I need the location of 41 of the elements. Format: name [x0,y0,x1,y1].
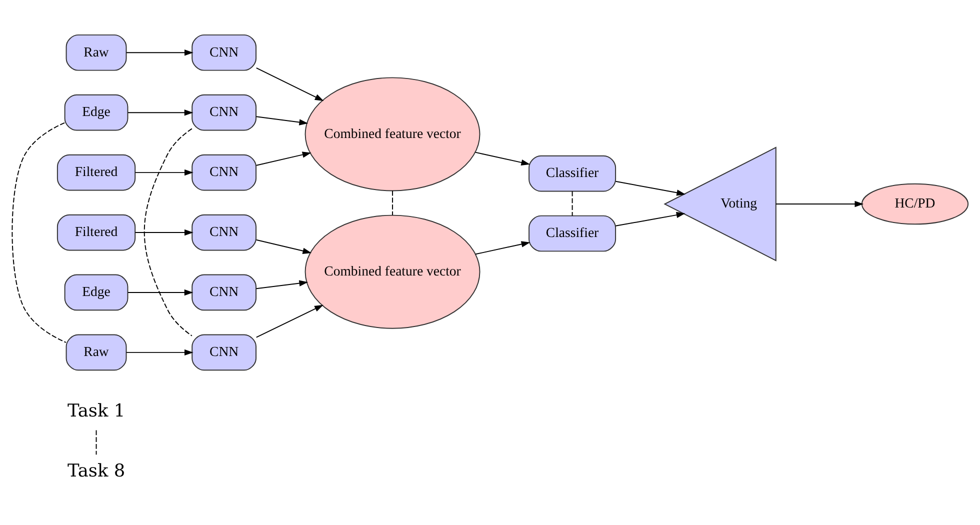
arrow [128,109,194,116]
arrow [615,212,686,226]
node-box: CNN [192,214,256,251]
connector [572,190,573,216]
arrow [256,304,324,338]
node-box: Edge [64,94,128,131]
node-box: CNN [192,34,256,71]
node-box: CNN [192,94,256,131]
arrow [256,239,312,254]
node-box: Filtered [56,214,136,251]
node-ellipse: HC/PD [861,183,969,225]
arrow [256,67,324,101]
arrow [128,289,194,296]
connector [96,430,97,456]
arrow [256,152,312,166]
arrow [775,200,864,208]
connector [144,128,192,336]
arrow [126,50,194,56]
arrow [126,349,194,356]
node-ellipse: Combined feature vector [304,214,480,329]
connector [12,122,66,343]
arrow [615,180,686,196]
arrow [134,169,194,176]
node-box: CNN [192,334,256,371]
node-box: Raw [66,34,127,71]
node-ellipse: Combined feature vector [304,77,480,192]
arrow [474,152,530,166]
arrow [134,229,194,236]
arrow [256,280,308,290]
node-text: Task 8 [67,462,126,482]
arrow [475,241,530,255]
node-box: Edge [64,274,128,311]
node-box: Classifier [528,155,616,192]
node-text: Task 1 [67,402,126,422]
node-box: Filtered [56,154,136,191]
connector [392,190,394,216]
node-box: CNN [192,274,256,311]
node-box: CNN [192,154,256,191]
arrow [256,116,308,126]
node-box: Raw [66,334,127,371]
node-box: Classifier [528,215,616,252]
